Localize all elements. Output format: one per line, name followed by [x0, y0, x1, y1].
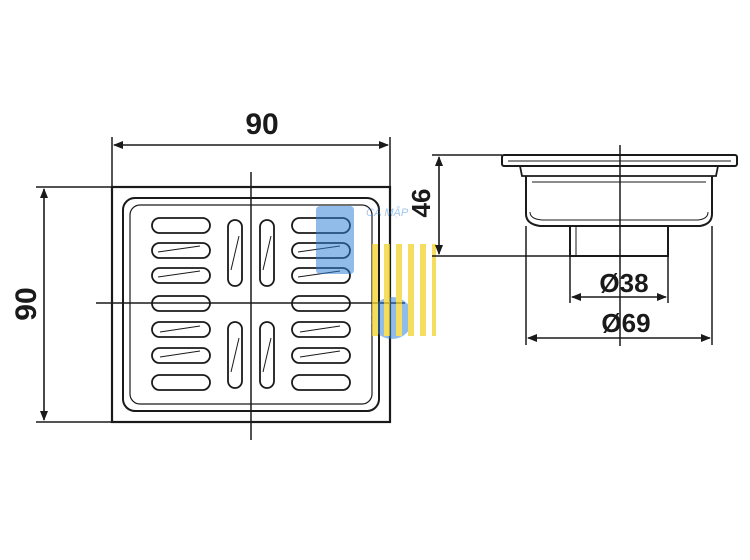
left-slot-group [151, 217, 211, 391]
watermark-yellow-bar-1 [372, 244, 378, 336]
slot [151, 374, 211, 391]
slot [259, 321, 275, 389]
watermark-text: CÁ MẬP [366, 206, 409, 219]
top-width-label: 90 [245, 108, 278, 141]
watermark-yellow-bar-3 [396, 244, 402, 336]
slot [291, 347, 351, 364]
watermark-blue-bar [316, 206, 354, 274]
watermark-yellow-bar-5 [420, 244, 426, 336]
side-height-label: 46 [406, 189, 436, 218]
watermark-yellow-bar-4 [408, 244, 414, 336]
slot [227, 321, 243, 389]
watermark-yellow-bar-2 [384, 244, 390, 336]
watermark-yellow-bar-6 [432, 244, 436, 336]
slot [227, 219, 243, 287]
watermark-blue-circle [371, 297, 413, 339]
center-slot-group [227, 219, 275, 389]
body [525, 176, 713, 227]
top-height-label: 90 [10, 287, 43, 320]
collar [519, 165, 719, 177]
slot [151, 347, 211, 364]
body-diameter-label: Ø69 [601, 308, 650, 338]
slot [291, 321, 351, 338]
slot [259, 219, 275, 287]
outlet-diameter-label: Ø38 [599, 268, 648, 298]
slot [291, 374, 351, 391]
slot [151, 321, 211, 338]
watermark-logo: CÁ MẬP [316, 206, 436, 339]
outlet-pipe [569, 226, 669, 257]
body-inner-curve [529, 211, 709, 221]
slot [151, 267, 211, 284]
top-view [36, 137, 405, 440]
side-view [432, 145, 738, 346]
slot [151, 242, 211, 259]
slot [151, 217, 211, 234]
